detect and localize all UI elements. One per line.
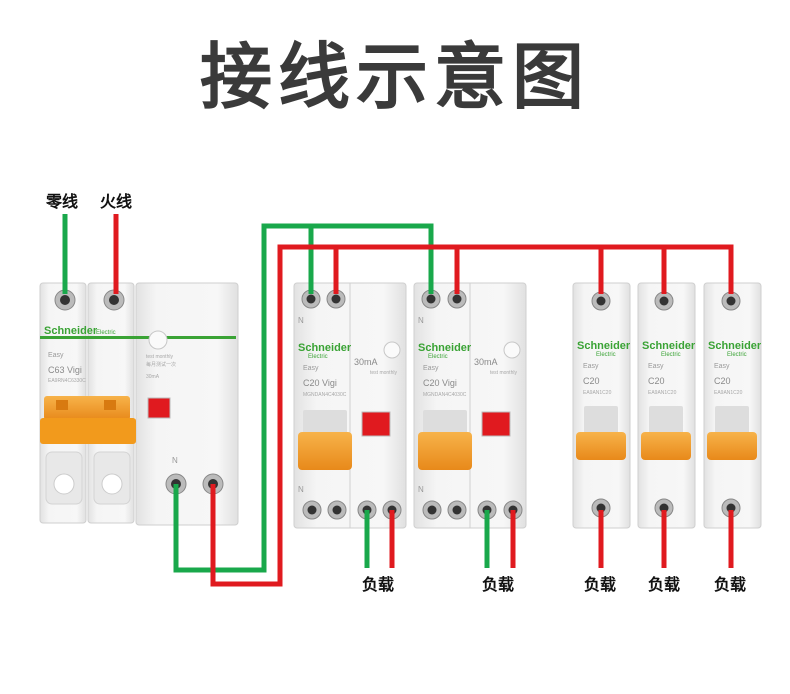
load-label-mcb2: 负载 [648,575,680,594]
main-series: Easy [48,352,64,359]
rcbo1-model: C20 Vigi [303,378,337,388]
svg-text:N: N [298,485,304,494]
mcb3-series: Easy [714,363,730,370]
rcbo1-code: MGNDAN4C4030C [303,392,347,398]
neutral-label: 零线 [45,192,78,211]
load-label-mcb3: 负载 [714,575,746,594]
mcb2-model: C20 [648,376,665,386]
rcbo2-trip-indicator [481,411,511,437]
rcbo2-sensitivity: 30mA [474,357,498,367]
mcb2-code: EA9AN1C20 [648,390,677,396]
mcb3-code: EA9AN1C20 [714,390,743,396]
rcbo2-model: C20 Vigi [423,378,457,388]
mcb3-toggle-handle[interactable] [707,432,757,460]
main-brand-sub: Electric [96,330,116,336]
rcbo1-test-button[interactable] [383,341,401,359]
mcb-breaker-2: Schneider Electric Easy C20 EA9AN1C20 [637,282,696,529]
rcbo1-toggle-handle[interactable] [298,432,352,470]
rcbo2-test-button[interactable] [503,341,521,359]
diagram-title: 接线示意图 [199,35,590,119]
main-n-mark: N [172,456,178,465]
rcbo-breaker-2: N Schneider Electric Easy C20 Vigi MGNDA… [413,282,527,529]
main-test-note: test monthly [146,354,173,360]
main-sensitivity: 30mA [146,374,160,380]
rcbo2-code: MGNDAN4C4030C [423,392,467,398]
rcbo1-series: Easy [303,365,319,372]
mcb2-series: Easy [648,363,664,370]
main-model: C63 Vigi [48,365,82,375]
mcb-breaker-1: Schneider Electric Easy C20 EA9AN1C20 [572,282,631,529]
main-green-stripe [40,336,236,339]
mcb2-brand: Schneider [642,340,696,352]
rcbo2-brand: Schneider [418,342,472,354]
main-test-button[interactable] [148,330,168,350]
rcbo2-brand-sub: Electric [428,354,448,360]
rcbo1-test-note: test monthly [370,370,397,376]
main-breaker: Schneider Electric Easy C63 Vigi EA9RN4C… [39,282,239,526]
mcb3-brand: Schneider [708,340,762,352]
svg-text:N: N [418,316,424,325]
main-code: EA9RN4C6330C [48,378,86,384]
live-label: 火线 [100,192,132,211]
mcb-breaker-3: Schneider Electric Easy C20 EA9AN1C20 [703,282,762,529]
load-label-rcbo1: 负载 [362,575,394,594]
load-label-rcbo2: 负载 [482,575,514,594]
load-label-mcb1: 负载 [584,575,616,594]
mcb1-series: Easy [583,363,599,370]
mcb1-brand: Schneider [577,340,631,352]
mcb3-model: C20 [714,376,731,386]
main-brand: Schneider [44,325,98,337]
mcb1-brand-sub: Electric [596,352,616,358]
mcb1-toggle-handle[interactable] [576,432,626,460]
neutral-distribution-wire [173,223,434,573]
rcbo1-brand: Schneider [298,342,352,354]
main-trip-indicator [147,397,171,419]
live-distribution-wire [210,244,734,587]
mcb3-brand-sub: Electric [727,352,747,358]
mcb2-toggle-handle[interactable] [641,432,691,460]
svg-text:N: N [418,485,424,494]
rcbo2-toggle-handle[interactable] [418,432,472,470]
rcbo1-brand-sub: Electric [308,354,328,360]
rcbo-breaker-1: N Schneider Electric Easy C20 Vigi MGNDA… [293,282,407,529]
rcbo1-trip-indicator [361,411,391,437]
mcb2-brand-sub: Electric [661,352,681,358]
mcb1-code: EA9AN1C20 [583,390,612,396]
main-test-note-cn: 每月测试一次 [146,361,176,368]
rcbo2-series: Easy [423,365,439,372]
rcbo2-test-note: test monthly [490,370,517,376]
svg-text:N: N [298,316,304,325]
rcbo1-sensitivity: 30mA [354,357,378,367]
mcb1-model: C20 [583,376,600,386]
